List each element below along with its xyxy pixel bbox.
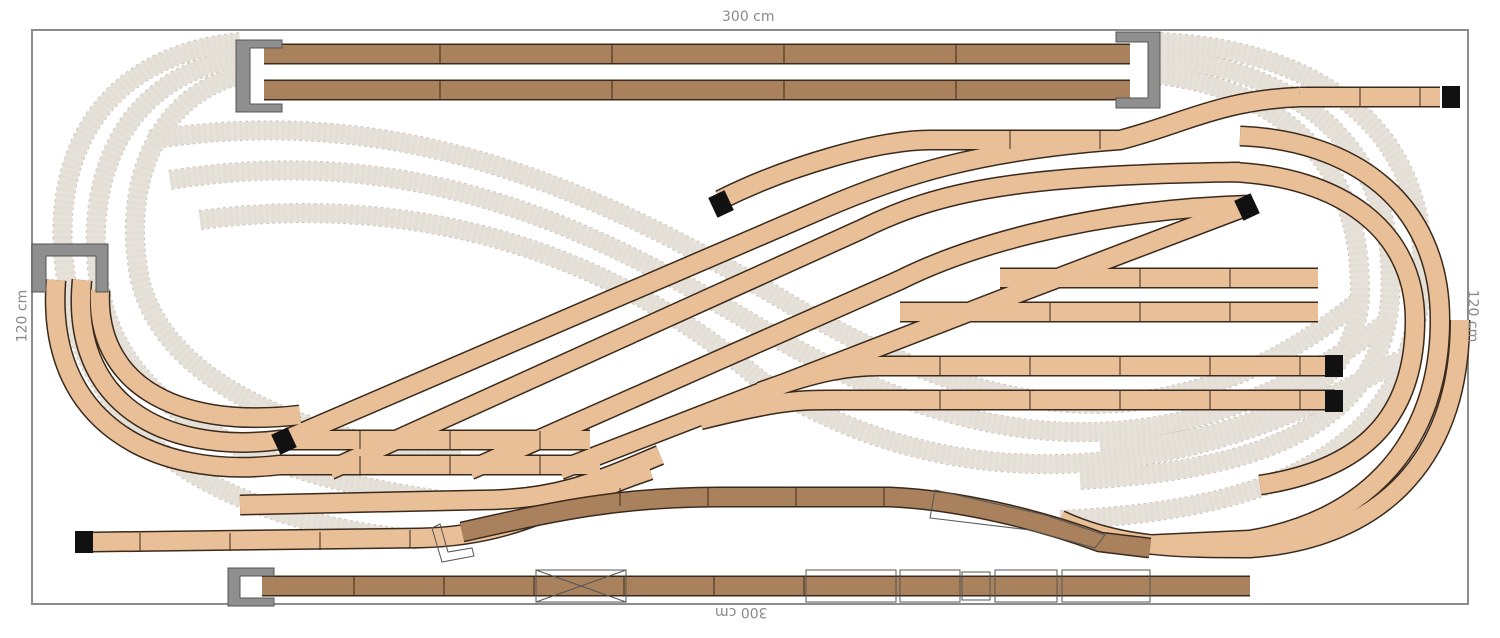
bumper-upper-center bbox=[708, 190, 734, 218]
main-tracks bbox=[44, 86, 1471, 559]
bumper-diagonal-left bbox=[271, 427, 297, 455]
bridge-left bbox=[31, 243, 109, 293]
baseboard-outline bbox=[31, 29, 1469, 605]
bumper-yard-1 bbox=[1325, 355, 1343, 377]
bridge-bottom-left bbox=[227, 567, 275, 607]
bridge-top-right bbox=[1115, 31, 1161, 109]
upper-tracks bbox=[262, 43, 1250, 597]
bridge-mid-left bbox=[431, 523, 475, 563]
bumper-yard-2 bbox=[1325, 390, 1343, 412]
dimension-label-bottom: 300 cm bbox=[715, 604, 768, 620]
bumper-diagonal-right bbox=[1234, 193, 1260, 221]
dimension-label-right: 120 cm bbox=[1464, 289, 1481, 343]
dimension-label-top: 300 cm bbox=[722, 9, 775, 25]
buffer-stops bbox=[75, 86, 1460, 553]
dimension-label-left: 120 cm bbox=[14, 289, 31, 343]
bridges bbox=[31, 31, 1161, 607]
bumper-bottom-left bbox=[75, 531, 93, 553]
parked-wagons bbox=[535, 489, 1151, 603]
bridge-top-left bbox=[235, 39, 283, 113]
bumper-right-top bbox=[1442, 86, 1460, 108]
